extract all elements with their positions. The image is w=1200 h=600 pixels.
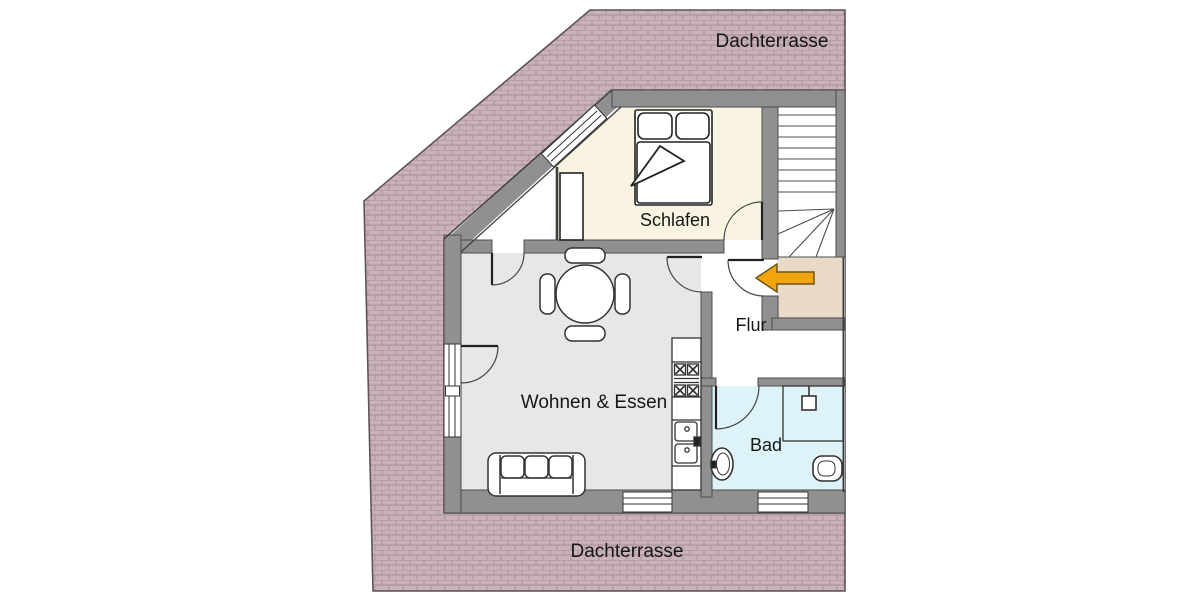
wall-stairwell-right — [835, 89, 846, 258]
doors — [460, 201, 765, 430]
stove — [673, 363, 700, 397]
window-living-bottom — [622, 491, 673, 513]
round-table — [555, 264, 615, 324]
toilet — [812, 455, 843, 482]
door-entrance — [727, 258, 765, 297]
dining-table-with-chairs — [539, 247, 631, 342]
stair-landing-floor — [778, 257, 844, 318]
door-storage — [490, 252, 525, 286]
kitchenette — [671, 337, 702, 491]
label-hallway: Flur — [736, 315, 767, 335]
chair-bottom — [564, 325, 606, 342]
chair-left — [539, 273, 556, 315]
label-terrace-top: Dachterrasse — [716, 31, 829, 52]
door-bathroom — [714, 385, 760, 430]
wall-below-landing — [771, 317, 846, 331]
kitchen-sink — [674, 421, 701, 464]
door-terrace — [460, 344, 499, 384]
entrance-arrow-icon — [754, 262, 815, 294]
door-living-room — [666, 255, 703, 293]
window-bedroom-diagonal — [540, 104, 608, 168]
wall-top — [611, 89, 846, 108]
window-bath-bottom — [757, 491, 809, 513]
bathroom-fixtures — [710, 385, 844, 482]
terrace-door-window-left — [443, 343, 462, 438]
chair-right — [614, 273, 631, 315]
shower — [782, 385, 844, 442]
windows — [443, 104, 809, 513]
label-living-dining: Wohnen & Essen — [521, 392, 667, 413]
staircase — [777, 114, 844, 258]
label-bathroom: Bad — [750, 435, 782, 455]
chair-top — [564, 247, 606, 264]
washbasin — [710, 447, 734, 481]
label-bedroom: Schlafen — [640, 210, 710, 230]
double-bed — [630, 109, 713, 206]
door-bedroom — [723, 201, 764, 241]
sofa — [487, 452, 586, 497]
label-terrace-bottom: Dachterrasse — [571, 541, 684, 562]
wall-bedroom-stairs — [761, 106, 779, 260]
wardrobe — [559, 172, 584, 241]
